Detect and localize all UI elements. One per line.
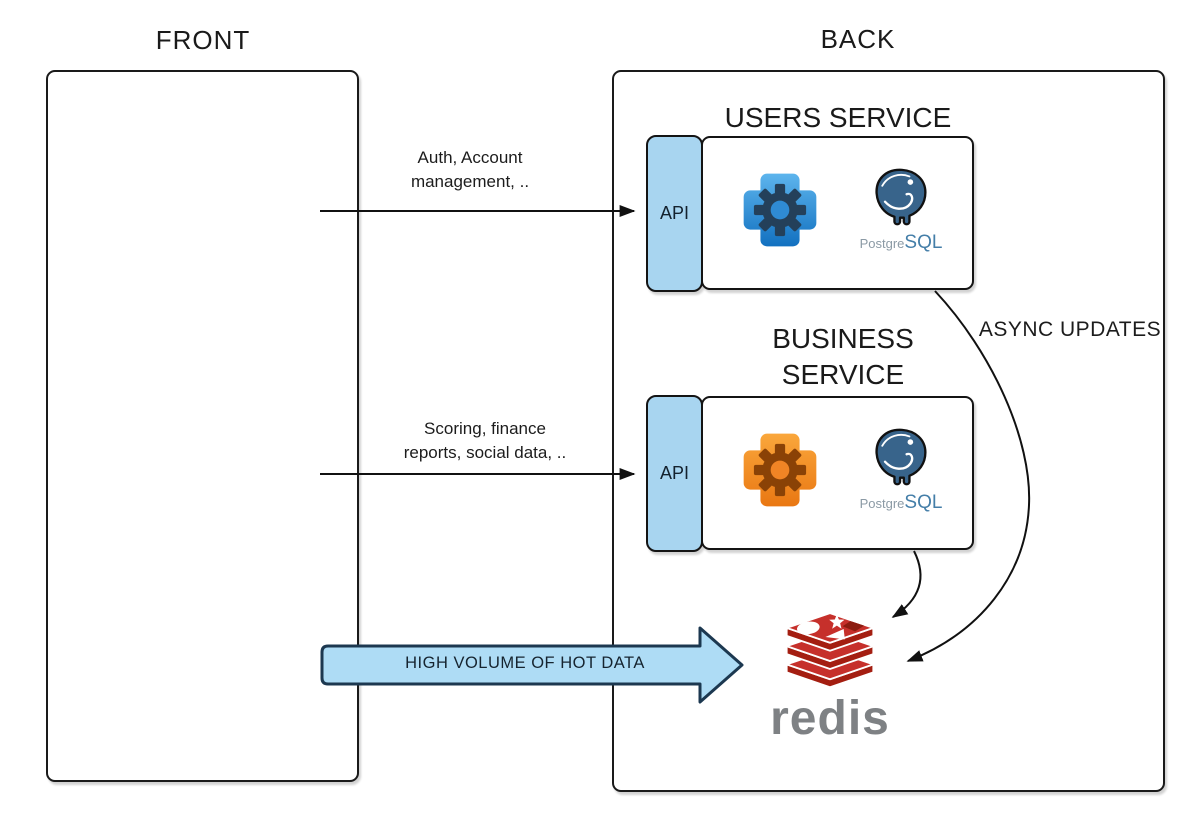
postgresql-elephant-icon	[875, 168, 927, 226]
hot-data-arrow-label: HIGH VOLUME OF HOT DATA	[405, 654, 645, 672]
redis-logo: redis	[740, 612, 920, 745]
front-to-users-label: Auth, Account management, ..	[410, 148, 530, 191]
front-section-title: FRONT	[155, 25, 251, 55]
business-api-box: API	[646, 395, 703, 552]
back-section-title: BACK	[820, 24, 896, 54]
business-api-label: API	[659, 463, 689, 483]
business-service-box: PostgreSQL	[701, 396, 974, 550]
business-service-title: BUSINESS SERVICE	[772, 323, 914, 390]
redis-ellipse-shape	[797, 621, 820, 635]
postgresql-wordmark: PostgreSQL	[859, 232, 943, 253]
users-api-box: API	[646, 135, 703, 292]
blue-gear-icon	[743, 173, 817, 247]
redis-triangle-shape	[825, 629, 845, 640]
postgresql-wordmark: PostgreSQL	[859, 492, 943, 513]
front-to-business-label: Scoring, finance reports, social data, .…	[403, 419, 567, 462]
redis-stack-icon	[785, 612, 875, 689]
postgresql-elephant-icon	[875, 428, 927, 486]
users-service-title: USERS SERVICE	[724, 102, 952, 133]
users-postgres-logo: PostgreSQL	[841, 166, 961, 254]
redis-star-shape	[829, 614, 845, 629]
async-updates-label: ASYNC UPDATES	[978, 318, 1162, 341]
orange-gear-icon	[743, 433, 817, 507]
redis-wordmark: redis	[770, 692, 890, 745]
users-service-box: PostgreSQL	[701, 136, 974, 290]
redis-diamond-shape	[842, 621, 865, 632]
users-api-label: API	[659, 203, 689, 223]
business-postgres-logo: PostgreSQL	[841, 426, 961, 514]
front-container	[46, 70, 359, 782]
